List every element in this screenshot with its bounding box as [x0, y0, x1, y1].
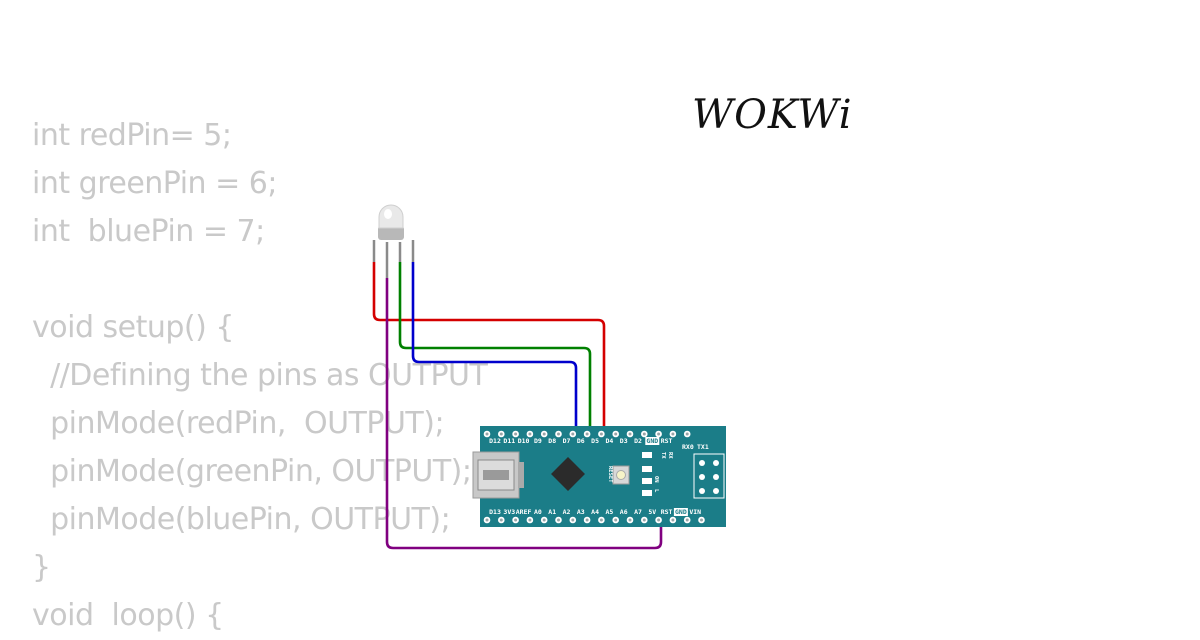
- top-pin-label: D8: [548, 437, 556, 445]
- top-pin-label: D12: [489, 437, 501, 445]
- bottom-pin-label: 3V3: [503, 508, 515, 516]
- reset-button[interactable]: [612, 465, 630, 485]
- bottom-pin-label: AREF: [516, 508, 532, 516]
- top-pin-hole-center: [557, 432, 560, 436]
- bottom-pin-hole-center: [657, 518, 661, 522]
- top-pin-label: GND: [646, 437, 658, 445]
- bottom-pin-hole-center: [599, 518, 603, 522]
- bottom-pin-label: A0: [534, 508, 542, 516]
- bottom-pin-hole-center: [528, 518, 532, 522]
- bottom-pin-label: GND: [675, 508, 687, 516]
- top-pin-label: RST: [661, 437, 673, 445]
- top-pin-hole-center: [685, 432, 689, 436]
- bottom-pin-label: A4: [591, 508, 599, 516]
- bottom-pin-hole-center: [671, 518, 675, 522]
- usb-connector: [472, 451, 524, 499]
- top-pin-label: D10: [518, 437, 530, 445]
- top-pin-label: D9: [534, 437, 542, 445]
- bottom-pin-hole-center: [585, 518, 589, 522]
- top-pin-hole-center: [628, 432, 632, 436]
- bottom-pin-label: A2: [563, 508, 571, 516]
- bottom-pin-label: A1: [548, 508, 556, 516]
- bottom-pin-hole-center: [557, 518, 560, 522]
- bottom-pin-label: A6: [620, 508, 628, 516]
- code-line: void setup() {: [32, 310, 234, 345]
- bottom-pin-hole-center: [542, 518, 546, 522]
- top-pin-label: D2: [634, 437, 642, 445]
- tx1-label: TX1: [697, 443, 709, 451]
- wire-green[interactable]: [398, 262, 592, 432]
- wire-blue[interactable]: [411, 262, 578, 432]
- top-pin-hole-center: [542, 432, 546, 436]
- rx0-label: RX0: [682, 443, 694, 451]
- code-line: pinMode(bluePin, OUTPUT);: [32, 502, 451, 537]
- top-pin-hole-center: [585, 432, 589, 436]
- bottom-pin-label: A7: [634, 508, 642, 516]
- top-pin-hole-center: [571, 432, 575, 436]
- l-led-label: L: [653, 489, 659, 493]
- top-pin-label: D7: [563, 437, 571, 445]
- bottom-pin-label: RST: [661, 508, 673, 516]
- tx-led-label: TX: [660, 452, 666, 459]
- top-pin-label: D4: [605, 437, 613, 445]
- top-pin-label: D6: [577, 437, 585, 445]
- gnd-label-highlight: [673, 508, 688, 516]
- top-pin-hole-center: [485, 432, 489, 436]
- bottom-pin-header: [483, 516, 705, 524]
- code-line: void loop() {: [32, 598, 224, 633]
- wire-purple[interactable]: [385, 278, 663, 550]
- top-pin-hole-center: [642, 432, 646, 436]
- bottom-pin-hole-center: [628, 518, 632, 522]
- bottom-pin-hole-center: [642, 518, 646, 522]
- bottom-pin-label: VIN: [689, 508, 701, 516]
- bottom-pin-hole-center: [499, 518, 503, 522]
- wire-red[interactable]: [372, 262, 606, 432]
- code-line: pinMode(greenPin, OUTPUT);: [32, 454, 472, 489]
- bottom-pin-label: A5: [605, 508, 613, 516]
- icsp-header: [693, 453, 725, 499]
- microcontroller-chip: [551, 457, 585, 491]
- top-pin-hole-center: [614, 432, 618, 436]
- code-line: pinMode(redPin, OUTPUT);: [32, 406, 445, 441]
- gnd-label-highlight: [645, 437, 660, 445]
- bottom-pin-hole-center: [571, 518, 575, 522]
- code-line: int bluePin = 7;: [32, 214, 265, 249]
- code-line: int redPin= 5;: [32, 118, 232, 153]
- top-pin-hole-center: [671, 432, 675, 436]
- status-leds: [642, 452, 652, 496]
- top-pin-hole-center: [514, 432, 518, 436]
- top-pin-header: [483, 430, 691, 438]
- top-pin-label: D5: [591, 437, 599, 445]
- reset-label: RESET: [607, 466, 613, 483]
- bottom-pin-hole-center: [485, 518, 489, 522]
- code-preview: int redPin= 5; int greenPin = 6; int blu…: [32, 112, 552, 640]
- led-base: [378, 226, 404, 240]
- bottom-pin-label: A3: [577, 508, 585, 516]
- top-pin-hole-center: [599, 432, 603, 436]
- top-pin-hole-center: [499, 432, 503, 436]
- rgb-led[interactable]: [372, 204, 415, 278]
- bottom-pin-hole-center: [514, 518, 518, 522]
- on-led-label: ON: [653, 476, 659, 483]
- bottom-pin-hole-center: [685, 518, 689, 522]
- code-line: }: [32, 550, 51, 585]
- bottom-pin-hole-center: [614, 518, 618, 522]
- wokwi-logo: WOKWi: [692, 92, 853, 138]
- rx-led-label: RX: [667, 452, 673, 459]
- code-line: int greenPin = 6;: [32, 166, 277, 201]
- bottom-pin-label: 5V: [648, 508, 656, 516]
- top-pin-label: D3: [620, 437, 628, 445]
- top-pin-hole-center: [528, 432, 532, 436]
- bottom-pin-label: D13: [489, 508, 501, 516]
- top-pin-label: D11: [503, 437, 515, 445]
- top-pin-hole-center: [657, 432, 661, 436]
- bottom-pin-hole-center: [700, 518, 703, 522]
- led-highlight: [384, 209, 392, 219]
